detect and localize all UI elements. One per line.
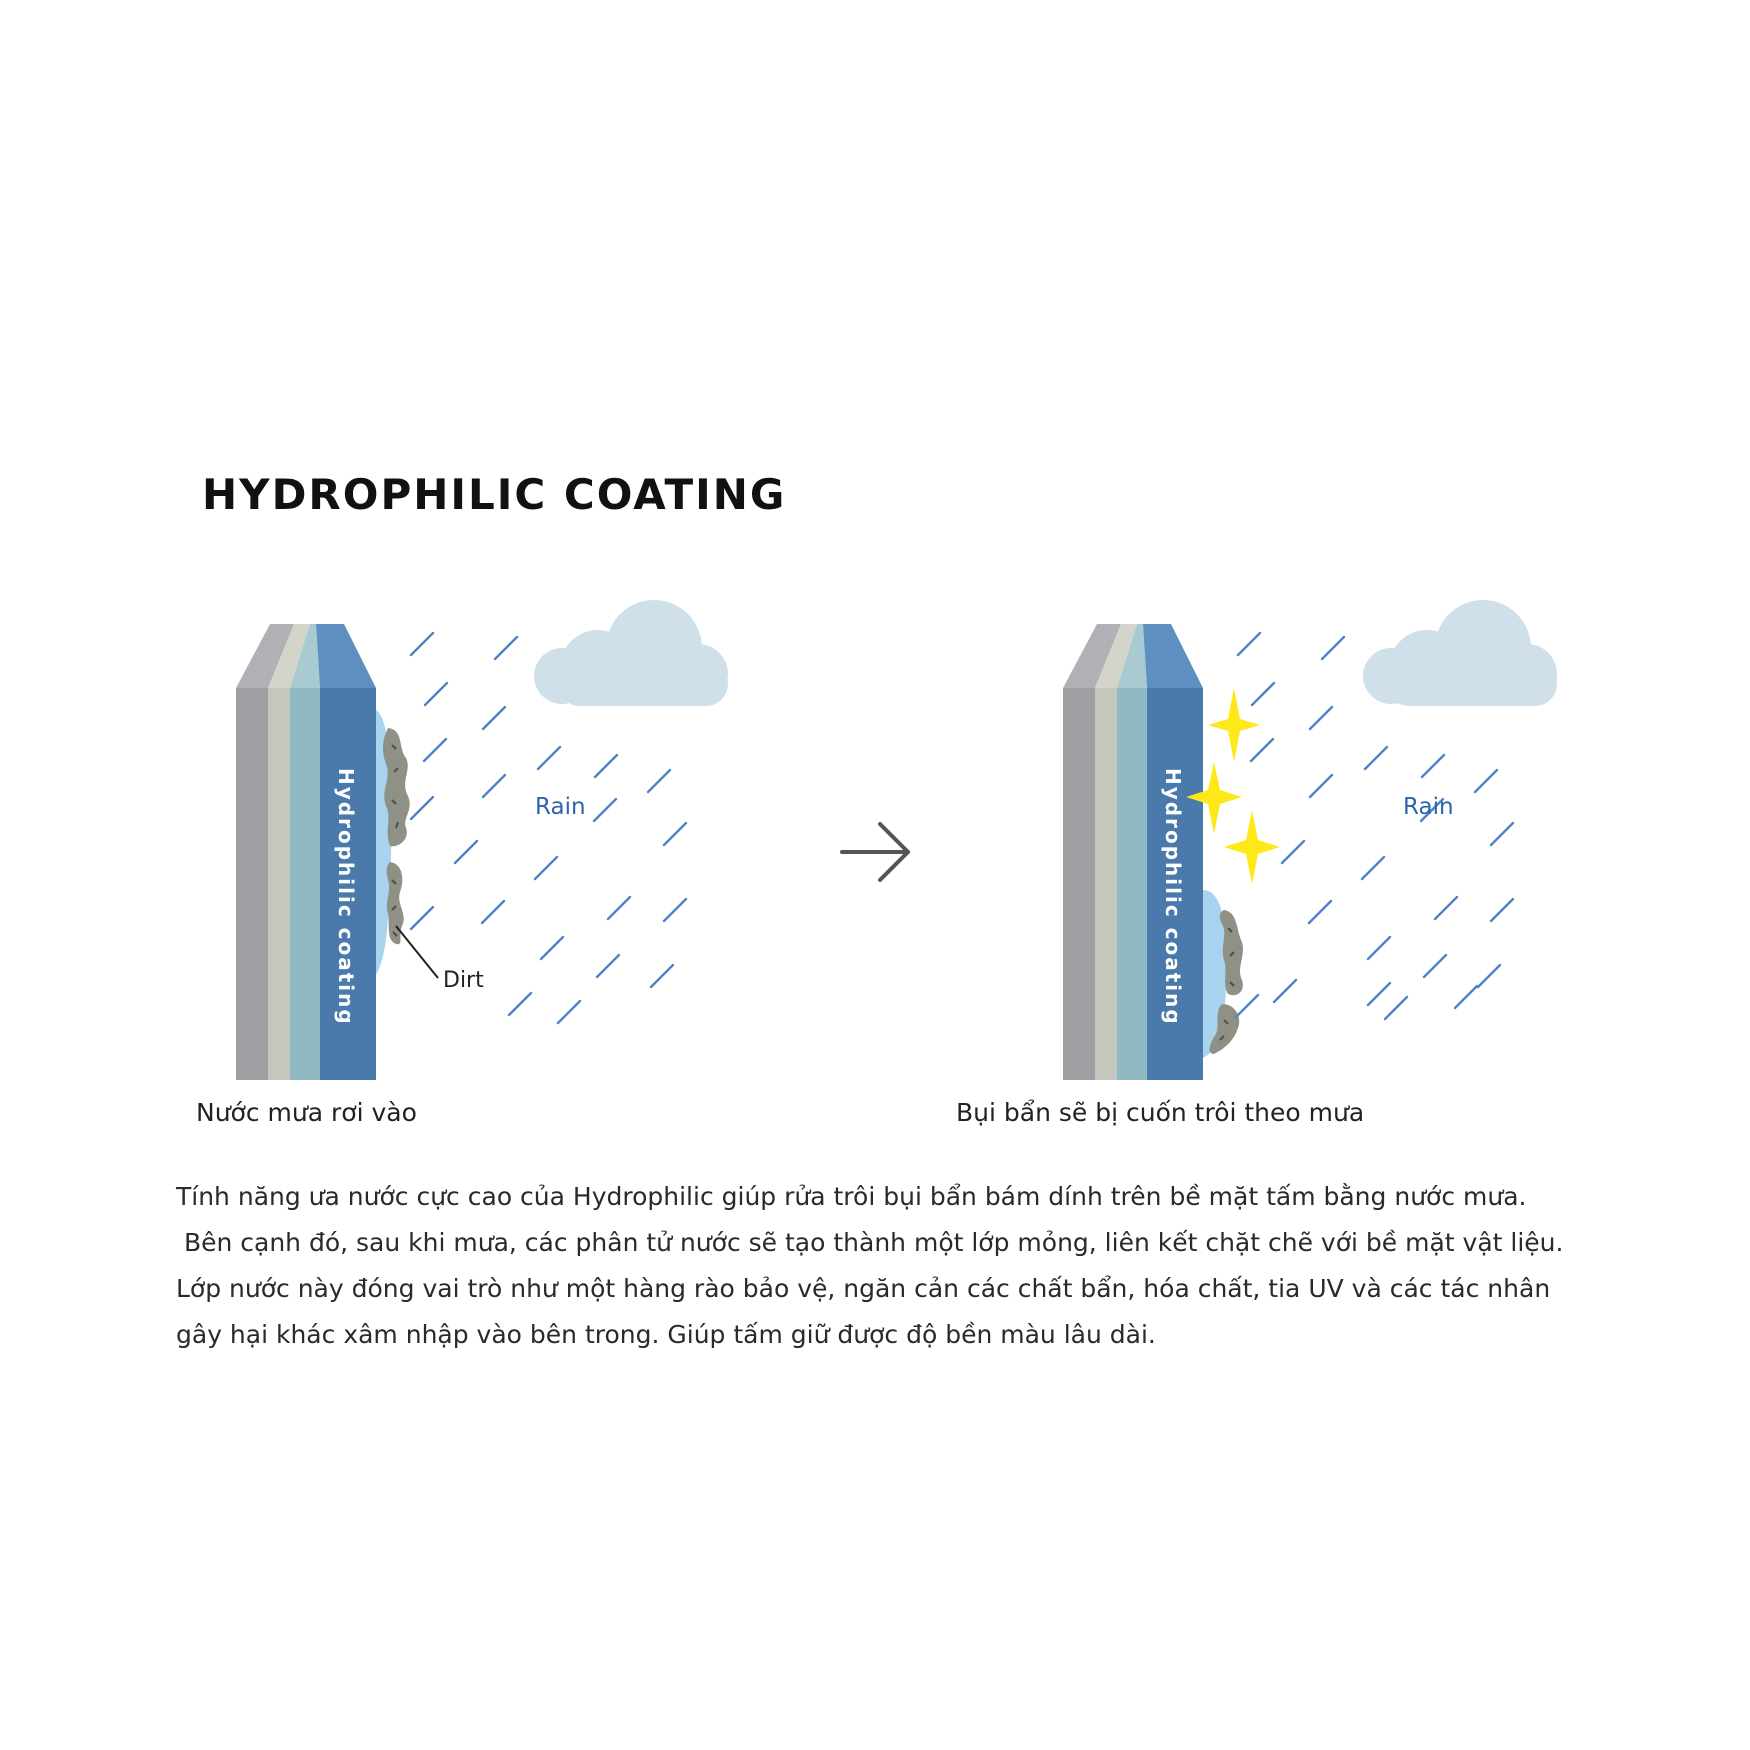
left-rain-label: Rain <box>535 794 586 820</box>
description-line: Bên cạnh đó, sau khi mưa, các phân tử nư… <box>176 1228 1564 1257</box>
left-dirt-lower <box>386 862 404 945</box>
page-title: HYDROPHILIC COATING <box>202 470 787 519</box>
description-line: Lớp nước này đóng vai trò như một hàng r… <box>176 1274 1551 1303</box>
description-line: Tính năng ưa nước cực cao của Hydrophili… <box>176 1182 1527 1211</box>
left-dirt-specks <box>391 744 399 937</box>
sparkle-icon <box>1186 688 1280 884</box>
right-rain-label: Rain <box>1403 794 1454 820</box>
description: Tính năng ưa nước cực cao của Hydrophili… <box>176 1174 1616 1358</box>
right-caption: Bụi bẩn sẽ bị cuốn trôi theo mưa <box>956 1098 1365 1127</box>
cloud-icon <box>534 600 728 706</box>
right-panel: Hydrophilic coating <box>1063 600 1557 1080</box>
left-dirt-pointer <box>395 925 439 979</box>
left-dirt-label: Dirt <box>443 968 484 993</box>
left-dirt-upper <box>382 728 410 847</box>
left-panel: Hydrophilic coating Dirt <box>236 600 728 1080</box>
cloud-icon <box>1363 600 1557 706</box>
description-line: gây hại khác xâm nhập vào bên trong. Giú… <box>176 1320 1156 1349</box>
right-coating-label: Hydrophilic coating <box>1161 768 1185 1026</box>
right-dirt-upper <box>1219 910 1243 996</box>
left-coating-label: Hydrophilic coating <box>334 768 358 1026</box>
left-rain-streaks <box>409 631 688 1025</box>
right-dirt-lower <box>1209 1004 1240 1054</box>
right-rain-streaks <box>1234 631 1515 1021</box>
left-panel-layers <box>236 624 376 1080</box>
arrow-right-icon <box>840 822 910 882</box>
right-panel-layers <box>1063 624 1203 1080</box>
left-caption: Nước mưa rơi vào <box>196 1098 417 1127</box>
right-dirt-specks <box>1219 927 1235 1041</box>
